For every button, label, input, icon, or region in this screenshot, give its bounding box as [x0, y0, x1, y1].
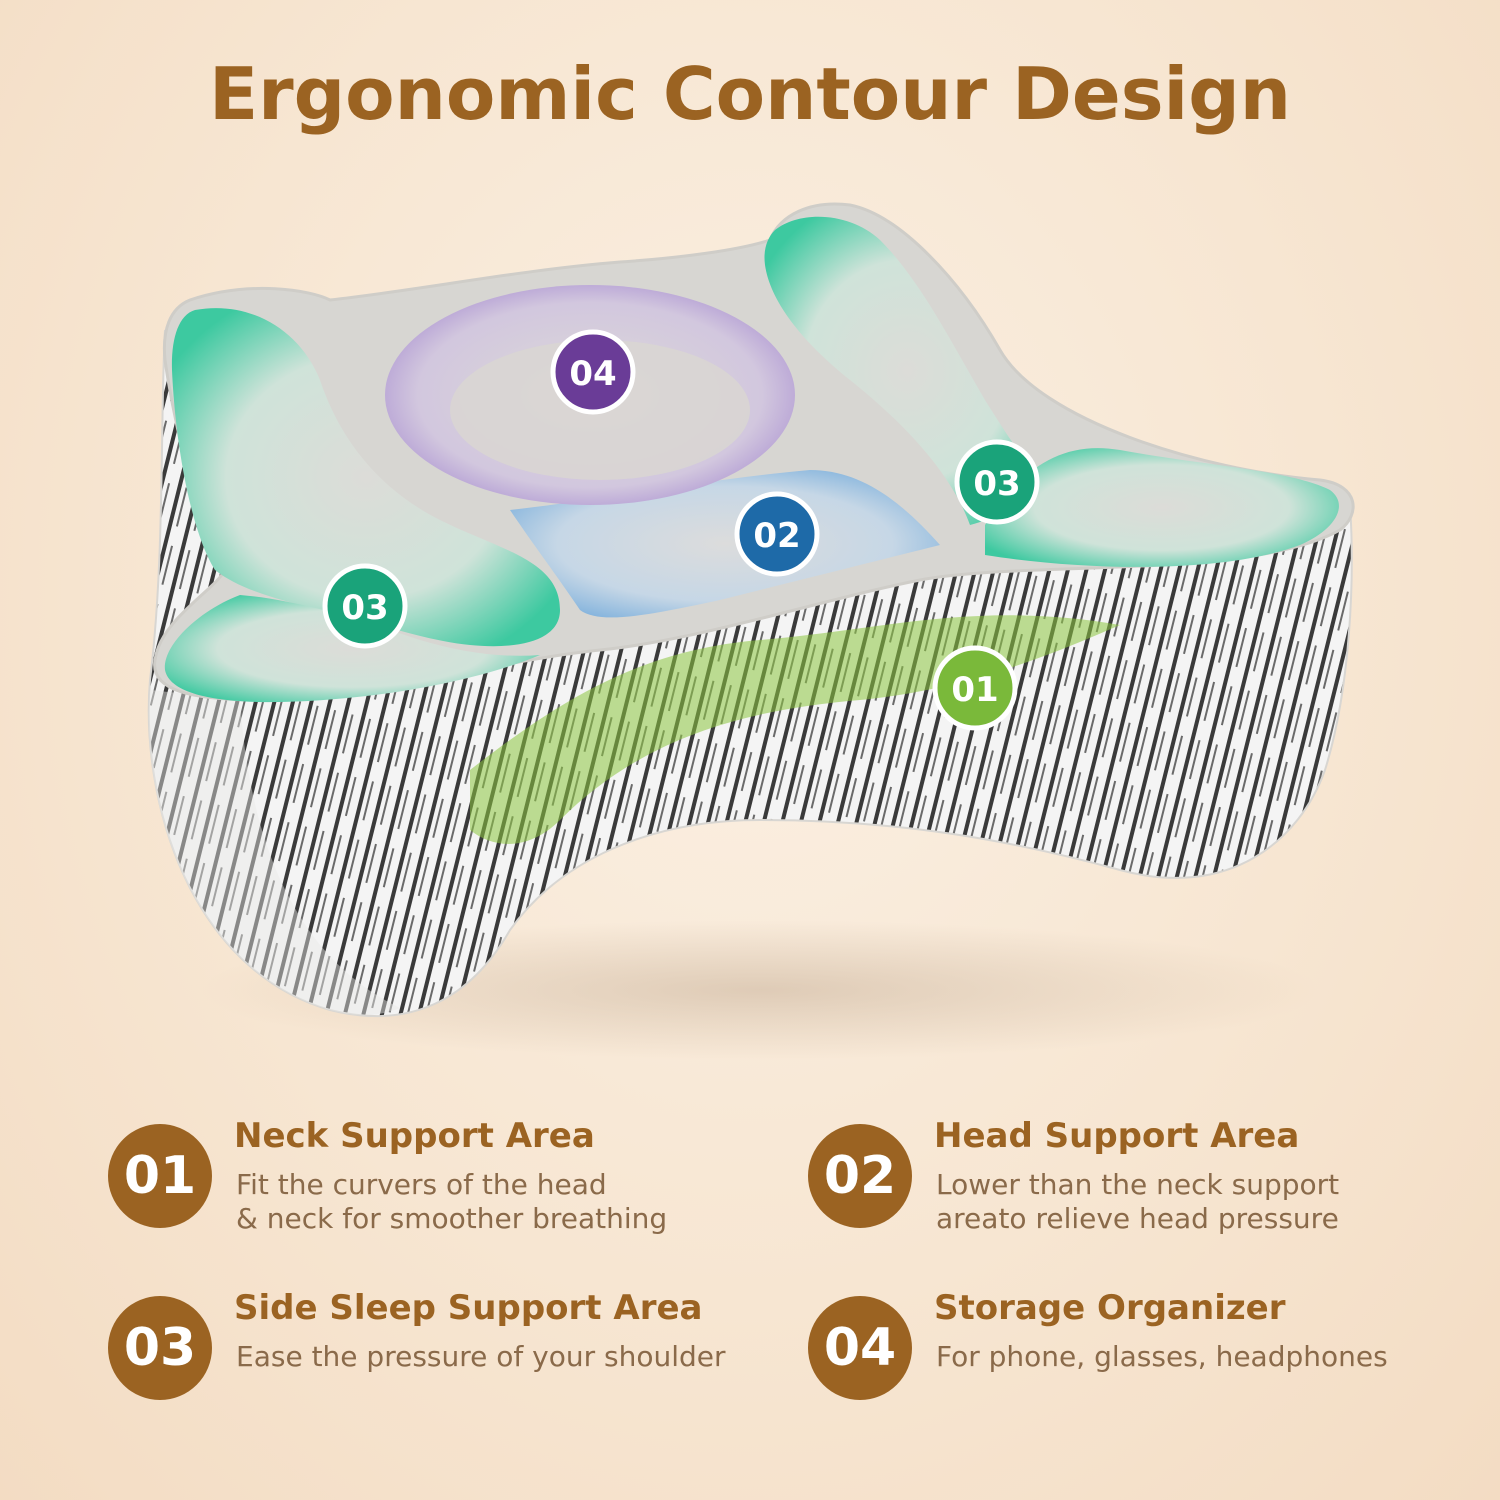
pillow-end-left [148, 690, 400, 1016]
feature-description: Fit the curvers of the head & neck for s… [236, 1168, 667, 1236]
badge-side-right: 03 [954, 439, 1040, 525]
feature-title: Side Sleep Support Area [234, 1288, 703, 1328]
feature-description-line: Fit the curvers of the head [236, 1168, 607, 1201]
pillow-illustration: 04 02 03 03 01 [147, 202, 1355, 1060]
page-title: Ergonomic Contour Design [208, 52, 1292, 136]
side-zone-left [171, 308, 560, 647]
feature-side-sleep-support: 03 Side Sleep Support Area Ease the pres… [108, 1288, 788, 1416]
feature-number-badge: 02 [808, 1124, 912, 1228]
feature-description-line: Ease the pressure of your shoulder [236, 1340, 726, 1373]
svg-text:03: 03 [973, 464, 1020, 504]
feature-storage-organizer: 04 Storage Organizer For phone, glasses,… [808, 1288, 1488, 1416]
side-zone-left-lower [164, 595, 540, 703]
feature-description-line: areato relieve head pressure [936, 1202, 1339, 1235]
svg-text:02: 02 [753, 516, 800, 556]
feature-title: Head Support Area [934, 1116, 1300, 1156]
feature-neck-support: 01 Neck Support Area Fit the curvers of … [108, 1116, 788, 1244]
badge-head: 02 [734, 491, 820, 577]
badge-neck: 01 [932, 645, 1018, 731]
badge-storage: 04 [550, 329, 636, 415]
feature-head-support: 02 Head Support Area Lower than the neck… [808, 1116, 1488, 1244]
svg-text:01: 01 [951, 670, 998, 710]
feature-title: Neck Support Area [234, 1116, 595, 1156]
feature-description: Ease the pressure of your shoulder [236, 1340, 726, 1374]
head-zone [510, 470, 940, 618]
feature-description: Lower than the neck support areato relie… [936, 1168, 1339, 1236]
feature-description: For phone, glasses, headphones [936, 1340, 1388, 1374]
svg-text:04: 04 [569, 354, 616, 394]
feature-number-badge: 03 [108, 1296, 212, 1400]
feature-description-line: For phone, glasses, headphones [936, 1340, 1388, 1373]
svg-text:03: 03 [341, 588, 388, 628]
feature-title: Storage Organizer [934, 1288, 1286, 1328]
badge-side-left: 03 [322, 563, 408, 649]
feature-description-line: & neck for smoother breathing [236, 1202, 668, 1235]
feature-number-badge: 04 [808, 1296, 912, 1400]
side-zone-right-lower [985, 448, 1339, 567]
feature-number-badge: 01 [108, 1124, 212, 1228]
feature-description-line: Lower than the neck support [936, 1168, 1340, 1201]
